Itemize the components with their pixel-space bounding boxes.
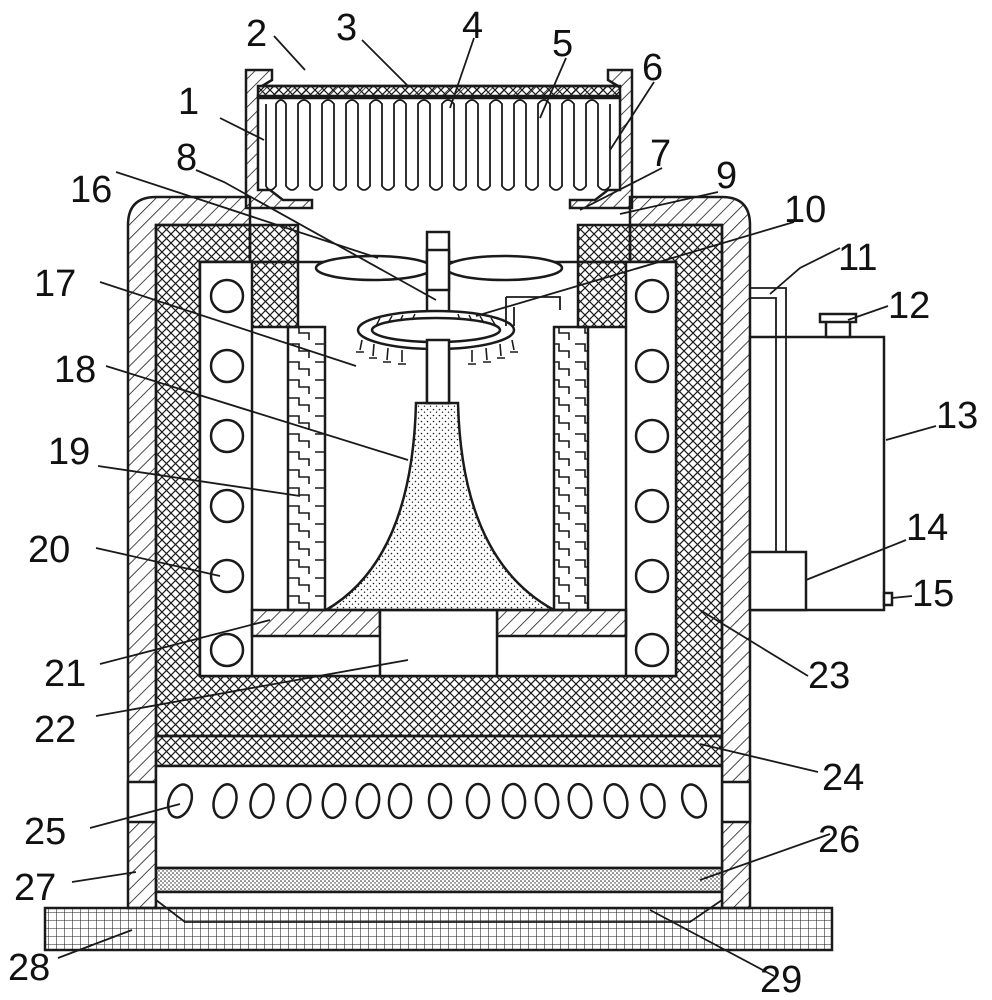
pump bbox=[748, 550, 808, 612]
callout-22: 22 bbox=[34, 709, 76, 751]
callout-28: 28 bbox=[8, 947, 50, 989]
callout-24: 24 bbox=[822, 757, 864, 799]
callout-15: 15 bbox=[912, 573, 954, 615]
heating-tubes-right bbox=[634, 278, 670, 668]
air-holes bbox=[166, 782, 708, 820]
callout-14: 14 bbox=[906, 507, 948, 549]
spreader-cone bbox=[321, 401, 555, 612]
callout-13: 13 bbox=[936, 395, 978, 437]
callout-17: 17 bbox=[34, 263, 76, 305]
filter-layer bbox=[154, 734, 724, 768]
bottom-hopper bbox=[154, 890, 724, 910]
callout-10: 10 bbox=[784, 189, 826, 231]
vent-opening-right bbox=[720, 780, 752, 824]
adsorption-layer bbox=[154, 866, 724, 894]
heating-tubes-left bbox=[209, 278, 245, 668]
callout-29: 29 bbox=[760, 959, 802, 1000]
motor-base bbox=[378, 608, 499, 678]
support-tray-right bbox=[495, 608, 628, 638]
stirring-blade-left bbox=[314, 254, 434, 282]
hopper-slope bbox=[155, 899, 723, 923]
callout-9: 9 bbox=[716, 155, 737, 197]
callout-2: 2 bbox=[246, 13, 267, 55]
support-tray-left bbox=[250, 608, 382, 638]
callout-12: 12 bbox=[888, 285, 930, 327]
callout-3: 3 bbox=[336, 7, 357, 49]
callout-23: 23 bbox=[808, 655, 850, 697]
callout-7: 7 bbox=[650, 133, 671, 175]
callout-19: 19 bbox=[48, 431, 90, 473]
callout-5: 5 bbox=[552, 23, 573, 65]
callout-11: 11 bbox=[838, 237, 877, 279]
shaft-lower bbox=[425, 338, 451, 405]
callout-21: 21 bbox=[44, 653, 86, 695]
conduction-plate-right bbox=[552, 325, 590, 612]
inlet-pipe bbox=[505, 296, 561, 326]
stirring-blade-right bbox=[444, 254, 564, 282]
conduction-plate-left bbox=[286, 325, 327, 612]
callout-20: 20 bbox=[28, 529, 70, 571]
shaft-overlay bbox=[425, 248, 451, 292]
tank-cap-top bbox=[818, 312, 858, 324]
leader-lines bbox=[57, 35, 937, 977]
chamber-void-left bbox=[198, 260, 254, 678]
cooling-coil bbox=[265, 99, 611, 191]
callout-26: 26 bbox=[818, 819, 860, 861]
callout-18: 18 bbox=[54, 349, 96, 391]
callout-16: 16 bbox=[70, 169, 112, 211]
callout-6: 6 bbox=[642, 47, 663, 89]
cover-top-plate bbox=[256, 84, 622, 100]
callout-1: 1 bbox=[178, 81, 199, 123]
chamber-void-right bbox=[624, 260, 678, 678]
drain-valve bbox=[882, 591, 894, 607]
callout-25: 25 bbox=[24, 811, 66, 853]
callout-27: 27 bbox=[14, 867, 56, 909]
supply-pipe bbox=[750, 287, 787, 552]
callout-4: 4 bbox=[462, 5, 483, 47]
callout-8: 8 bbox=[176, 137, 197, 179]
vent-opening-left bbox=[126, 780, 158, 824]
